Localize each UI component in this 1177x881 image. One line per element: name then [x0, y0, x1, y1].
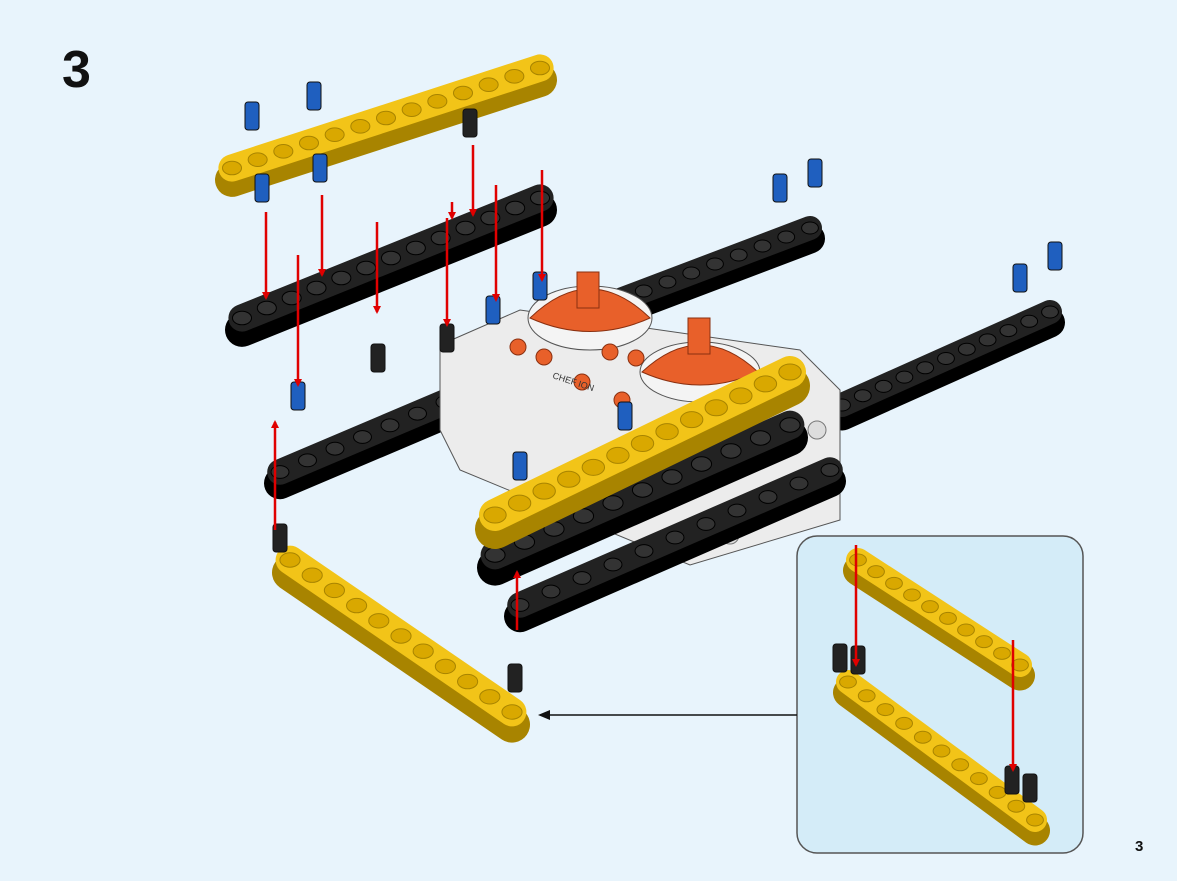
black-pin — [507, 663, 523, 693]
yellow-beam-top — [215, 54, 557, 197]
black-beam-lower-front — [504, 457, 846, 633]
blue-pin — [254, 173, 270, 203]
blue-pin — [244, 101, 260, 131]
blue-pin — [532, 271, 548, 301]
blue-pin — [1012, 263, 1028, 293]
black-pin — [439, 323, 455, 353]
inset-yellow-beam-upper — [843, 548, 1035, 691]
black-pin — [832, 643, 848, 673]
blue-pin — [485, 295, 501, 325]
blue-pin — [512, 451, 528, 481]
yellow-beam-bottom-left — [272, 545, 530, 743]
inset-yellow-beam-lower — [833, 670, 1050, 846]
black-beam-right-front — [827, 300, 1065, 431]
blue-pin — [306, 81, 322, 111]
yellow-beam-front — [475, 356, 810, 549]
black-pin — [272, 523, 288, 553]
black-beam-upper — [225, 184, 557, 347]
step-number: 3 — [62, 41, 91, 99]
blue-pin — [312, 153, 328, 183]
black-pin — [462, 108, 478, 138]
black-pin — [850, 645, 866, 675]
blue-pin — [290, 381, 306, 411]
page-number: 3 — [1135, 838, 1144, 855]
black-pin — [370, 343, 386, 373]
blue-pin — [807, 158, 823, 188]
black-pin — [1022, 773, 1038, 803]
black-beam-right-back — [605, 216, 825, 326]
blue-pin — [772, 173, 788, 203]
black-pin — [1004, 765, 1020, 795]
blue-pin — [617, 401, 633, 431]
blue-pin — [1047, 241, 1063, 271]
black-beam-front — [477, 410, 808, 586]
